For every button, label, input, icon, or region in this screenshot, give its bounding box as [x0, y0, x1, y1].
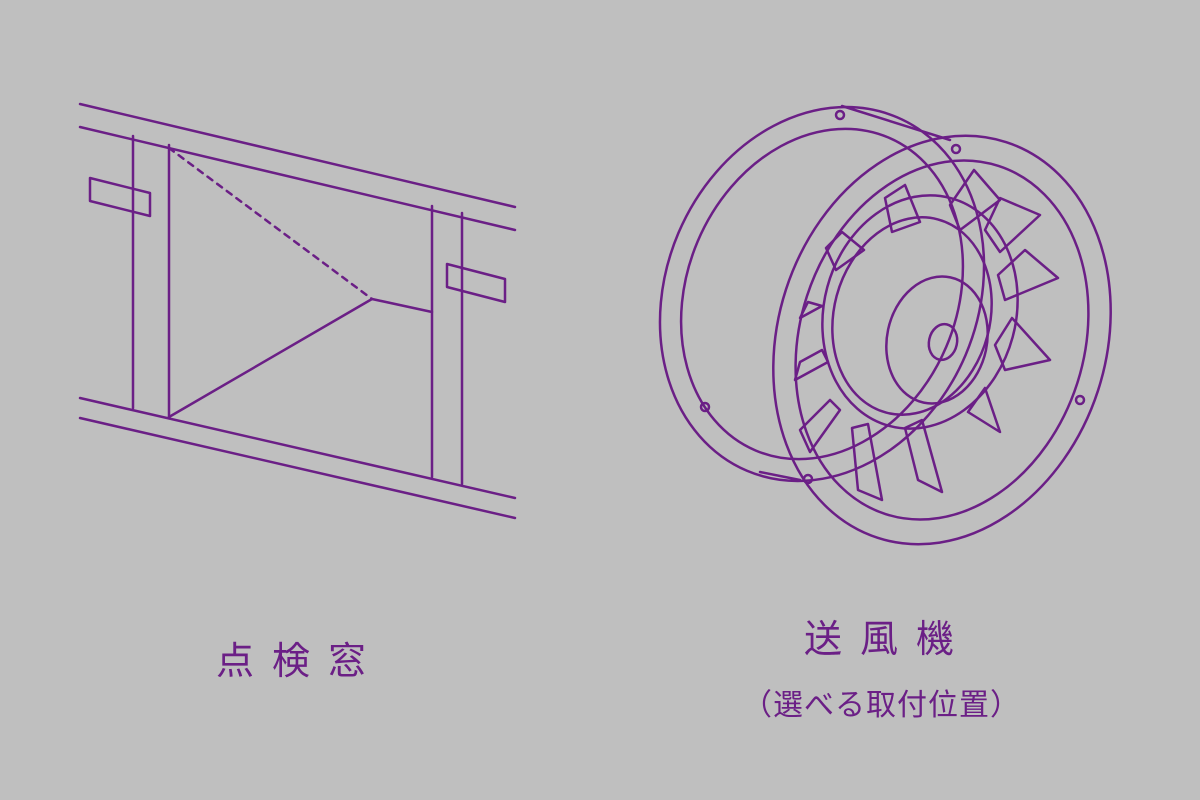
inspection-window-caption: 点検窓 [216, 639, 385, 683]
mounting-position-note: （選べる取付位置） [742, 688, 1021, 723]
blower-caption: 送風機 [804, 617, 973, 661]
inspection-window-icon [78, 102, 517, 520]
fan-blades [793, 168, 1060, 502]
blower-fan-icon [658, 104, 1112, 546]
